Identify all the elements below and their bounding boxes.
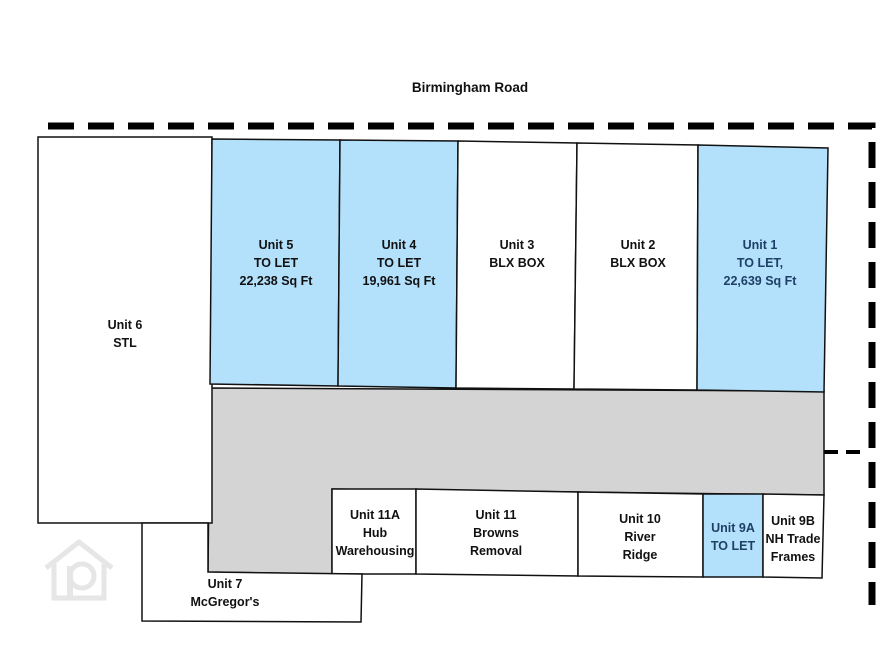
unit-7-block[interactable]: [141, 522, 363, 623]
unit-6-block[interactable]: [37, 136, 213, 524]
road-label: Birmingham Road: [411, 80, 529, 95]
unit-1-block[interactable]: [696, 144, 829, 393]
unit-9b-block[interactable]: [762, 493, 825, 579]
site-boundary: [48, 122, 876, 605]
property-logo-icon: [44, 539, 114, 601]
